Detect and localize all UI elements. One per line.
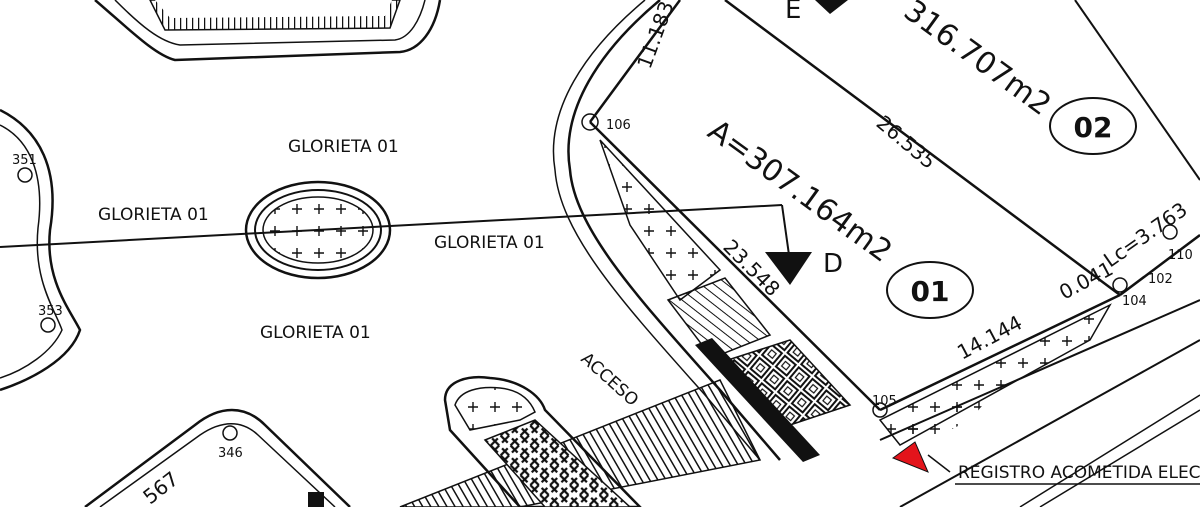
access-path bbox=[399, 376, 762, 507]
point-label-353: 353 bbox=[38, 304, 63, 319]
lot-boundaries bbox=[588, 0, 1200, 412]
lot-02-number: 02 bbox=[1074, 111, 1113, 144]
label-glorieta-top: GLORIETA 01 bbox=[288, 137, 399, 157]
lot-01-number: 01 bbox=[911, 275, 950, 308]
section-arrow-d bbox=[765, 252, 812, 285]
section-mark-e: E bbox=[785, 0, 848, 25]
section-label-d: D bbox=[823, 249, 843, 279]
electrical-registry: REGISTRO ACOMETIDA ELEC bbox=[891, 441, 1200, 485]
survey-points: 106 105 104 102 110 bbox=[581, 113, 1193, 418]
survey-point-104 bbox=[1112, 277, 1128, 293]
planting-strip bbox=[599, 139, 1112, 446]
point-label-102: 102 bbox=[1148, 272, 1173, 287]
survey-point-105 bbox=[872, 402, 888, 418]
point-label-104: 104 bbox=[1122, 294, 1147, 309]
island-left: 351 353 bbox=[0, 108, 82, 392]
section-label-e: E bbox=[785, 0, 801, 25]
roundabout-center bbox=[244, 180, 392, 280]
dim-26535: 26.535 bbox=[872, 110, 941, 173]
lot-02: 02 316.707m2 bbox=[897, 0, 1137, 155]
dim-567: 567 bbox=[138, 467, 183, 507]
point-label-105: 105 bbox=[872, 394, 897, 409]
point-label-106: 106 bbox=[606, 118, 631, 133]
section-arrow-e bbox=[815, 0, 848, 14]
island-bottom-left: 346 567 bbox=[84, 408, 351, 507]
area-labels: GLORIETA 01 GLORIETA 01 GLORIETA 01 GLOR… bbox=[98, 137, 642, 411]
point-label-351: 351 bbox=[12, 153, 37, 168]
label-glorieta-bottom: GLORIETA 01 bbox=[260, 323, 371, 343]
label-glorieta-left: GLORIETA 01 bbox=[98, 205, 209, 225]
label-registro: REGISTRO ACOMETIDA ELEC bbox=[958, 463, 1200, 483]
point-label-346: 346 bbox=[218, 446, 243, 461]
point-label-110: 110 bbox=[1168, 248, 1193, 263]
survey-point-106 bbox=[581, 113, 599, 131]
label-acceso: ACCESO bbox=[577, 349, 642, 411]
garden-bed-top bbox=[94, 0, 442, 62]
lot-01: 01 A=307.164m2 bbox=[701, 113, 974, 319]
lot-02-area: 316.707m2 bbox=[897, 0, 1057, 123]
registry-marker-icon bbox=[891, 441, 929, 473]
dim-11183: 11.183 bbox=[632, 0, 678, 72]
driveway-hatch bbox=[666, 277, 852, 462]
survey-point-110 bbox=[1162, 224, 1178, 240]
survey-point-353 bbox=[40, 317, 56, 333]
survey-point-351 bbox=[17, 167, 33, 183]
label-glorieta-right: GLORIETA 01 bbox=[434, 233, 545, 253]
survey-point-346 bbox=[222, 425, 238, 441]
road-edges bbox=[552, 0, 1200, 507]
